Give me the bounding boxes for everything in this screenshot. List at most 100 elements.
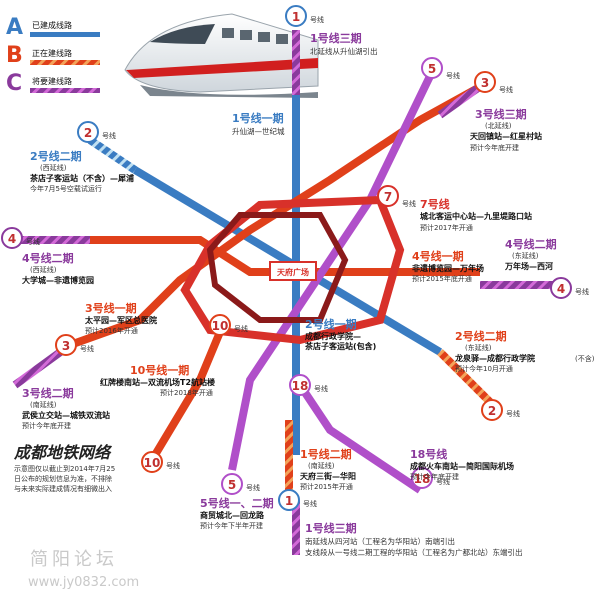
svg-text:天回镇站—红星村站: 天回镇站—红星村站 (470, 131, 542, 141)
svg-text:(南延线): (南延线) (30, 400, 57, 409)
info-1-1: 1号线一期 升仙湖—世纪城 (232, 111, 285, 136)
svg-text:(北延线): (北延线) (485, 121, 512, 130)
svg-text:10: 10 (212, 319, 229, 333)
svg-text:18: 18 (292, 379, 309, 393)
svg-text:成都火车南站—简阳国际机场: 成都火车南站—简阳国际机场 (410, 461, 514, 471)
info-18: 18号线 成都火车南站—简阳国际机场 预计今年底开建 (410, 447, 514, 481)
map-title: 成都地铁网络 (13, 443, 113, 462)
line-7 (180, 195, 405, 345)
svg-text:(南延线): (南延线) (308, 461, 335, 470)
info-4-1: 4号线一期 非遗博览园—万年场 预计2015年底开通 (412, 249, 484, 283)
svg-text:预计2015年开通: 预计2015年开通 (300, 482, 353, 491)
svg-text:7: 7 (384, 190, 392, 204)
svg-text:号线: 号线 (499, 85, 513, 94)
badge-line-2-bottom: 2 号线 (481, 399, 520, 421)
inner-ring (206, 212, 349, 323)
svg-text:2号线二期: 2号线二期 (455, 329, 507, 343)
svg-text:非遗博览园—万年场: 非遗博览园—万年场 (412, 263, 484, 273)
info-3-1: 3号线一期 太平园—军区总医院 预计2016年开通 (84, 301, 157, 335)
svg-text:1: 1 (285, 494, 293, 508)
line-5 (228, 70, 436, 471)
svg-text:号线: 号线 (314, 384, 328, 393)
svg-text:武侯立交站—城铁双流站: 武侯立交站—城铁双流站 (22, 410, 110, 420)
svg-text:(西延线): (西延线) (30, 265, 57, 274)
svg-text:(东延线): (东延线) (465, 343, 492, 352)
svg-text:预计今年10月开通: 预计今年10月开通 (455, 364, 513, 373)
line-1 (285, 30, 300, 555)
map-title-block: 成都地铁网络 示意图仅以截止到2014年7月25 日公布的规划信息为准，不排除 … (13, 443, 115, 493)
info-2-2: 2号线二期 (西延线) 茶店子客运站（不含）—犀浦 今年7月5号空载试运行 (29, 149, 134, 193)
line-10 (151, 318, 229, 458)
svg-text:大学城—非遗博览园: 大学城—非遗博览园 (22, 275, 94, 285)
info-4-2-east: 4号线二期 (东延线) 万年场—西河 (504, 237, 557, 271)
svg-text:2号线二期: 2号线二期 (30, 149, 82, 163)
svg-text:预计今年底开建: 预计今年底开建 (470, 143, 519, 152)
watermark-url: www.jy0832.com (28, 575, 139, 590)
svg-text:预计2016年开通: 预计2016年开通 (85, 326, 138, 335)
svg-text:4: 4 (557, 282, 565, 296)
svg-text:支线段从一号线二期工程的华阳站（工程名为广都北站）东端引出: 支线段从一号线二期工程的华阳站（工程名为广都北站）东端引出 (305, 547, 523, 557)
svg-text:10号线一期: 10号线一期 (130, 363, 189, 377)
svg-text:4号线二期: 4号线二期 (505, 237, 557, 251)
svg-text:(东延线): (东延线) (512, 251, 539, 260)
svg-text:商贸城北—回龙路: 商贸城北—回龙路 (200, 510, 265, 520)
svg-text:将要建线路: 将要建线路 (32, 76, 72, 86)
info-1-2: 1号线二期 (南延线) 天府三街—华阳 预计2015年开通 (300, 447, 356, 491)
svg-text:城北客运中心站—九里堤路口站: 城北客运中心站—九里堤路口站 (420, 211, 532, 221)
legend-item-built: A 已建成线路 (6, 15, 100, 40)
svg-text:预计今年底开建: 预计今年底开建 (410, 472, 459, 481)
svg-text:号线: 号线 (575, 287, 589, 296)
svg-text:4号线一期: 4号线一期 (412, 249, 464, 263)
svg-text:4号线二期: 4号线二期 (22, 251, 74, 265)
svg-text:18号线: 18号线 (410, 447, 447, 461)
svg-text:号线: 号线 (80, 344, 94, 353)
note-line-2: 日公布的规划信息为准，不排除 (14, 474, 112, 483)
line-4 (10, 236, 560, 289)
svg-text:升仙湖—世纪城: 升仙湖—世纪城 (232, 126, 285, 136)
svg-text:1号线三期: 1号线三期 (305, 521, 357, 535)
center-station-label: 天府广场 (277, 267, 309, 277)
svg-text:2: 2 (488, 404, 496, 418)
svg-text:号线: 号线 (506, 409, 520, 418)
svg-text:龙泉驿—成都行政学院: 龙泉驿—成都行政学院 (454, 353, 535, 363)
svg-text:预计2015年底开通: 预计2015年底开通 (412, 274, 472, 283)
svg-text:(不含): (不含) (575, 354, 595, 363)
svg-text:红牌楼南站—双流机场T2航站楼: 红牌楼南站—双流机场T2航站楼 (100, 377, 215, 387)
info-3-2: 3号线二期 (南延线) 武侯立交站—城铁双流站 预计今年底开建 (22, 386, 110, 430)
legend-item-building: B 正在建线路 (6, 43, 100, 68)
svg-text:C: C (6, 71, 22, 96)
svg-text:4: 4 (8, 232, 16, 246)
center-station: 天府广场 (269, 261, 317, 281)
svg-text:号线: 号线 (26, 237, 40, 246)
svg-text:18: 18 (414, 472, 431, 486)
badge-line-10-mid: 10 号线 (209, 314, 248, 336)
svg-text:太平园—军区总医院: 太平园—军区总医院 (84, 315, 157, 325)
info-2-1: 2号线一期 成都行政学院— 茶店子客运站(包含) (304, 317, 376, 351)
svg-text:天府三街—华阳: 天府三街—华阳 (300, 471, 356, 481)
svg-text:正在建线路: 正在建线路 (32, 48, 72, 58)
svg-text:3号线三期: 3号线三期 (475, 107, 527, 121)
line-18 (296, 382, 423, 494)
svg-text:茶店子客运站（不含）—犀浦: 茶店子客运站（不含）—犀浦 (29, 173, 134, 183)
svg-text:1号线二期: 1号线二期 (300, 447, 352, 461)
svg-text:成都行政学院—: 成都行政学院— (305, 331, 361, 341)
badge-line-4-left: 4 号线 (1, 227, 40, 249)
info-1-3-bottom: 1号线三期 南延线从四河站（工程名为华阳站）南端引出 支线段从一号线二期工程的华… (305, 521, 523, 557)
info-5: 5号线一、二期 商贸城北—回龙路 预计今年下半年开建 (200, 496, 274, 530)
svg-text:预计2017年开通: 预计2017年开通 (420, 223, 473, 232)
svg-text:1号线一期: 1号线一期 (232, 111, 284, 125)
legend: A 已建成线路 B 正在建线路 C 将要建线路 (6, 15, 100, 96)
badge-line-4-right: 4 号线 (550, 277, 589, 299)
svg-text:号线: 号线 (234, 324, 248, 333)
